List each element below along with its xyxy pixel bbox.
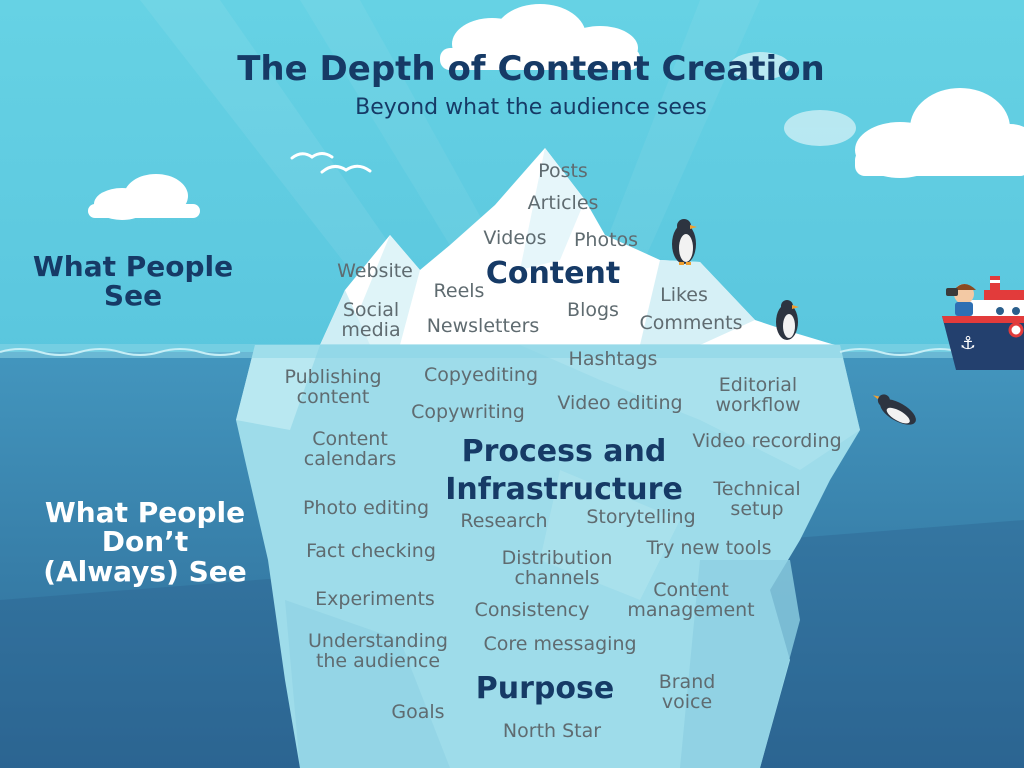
purpose-heading: Purpose xyxy=(475,671,615,706)
content-heading: Content xyxy=(485,256,621,291)
content-item: Blogs xyxy=(567,299,619,321)
page-title: The Depth of Content Creation xyxy=(237,49,825,89)
above-water-label: What People See xyxy=(32,250,234,313)
cloud-icon xyxy=(730,52,856,146)
process-item: Video recording xyxy=(692,430,842,452)
page-subtitle: Beyond what the audience sees xyxy=(355,95,707,120)
process-item: Try new tools xyxy=(646,537,772,559)
content-item: Articles xyxy=(527,192,599,214)
content-item: Posts xyxy=(538,160,588,182)
content-item: Reels xyxy=(433,280,485,302)
content-item: Comments xyxy=(639,312,743,334)
penguin-icon xyxy=(672,219,697,265)
svg-text:⚓: ⚓ xyxy=(960,333,976,354)
iceberg-underwater xyxy=(236,345,860,768)
process-heading: Process and Infrastructure xyxy=(445,434,683,507)
content-item: Social media xyxy=(341,299,401,341)
purpose-item: Brand voice xyxy=(658,671,716,713)
bird-icon xyxy=(290,152,372,174)
purpose-item: Core messaging xyxy=(483,633,637,655)
cloud-icon xyxy=(88,174,200,220)
purpose-item: Understanding the audience xyxy=(308,630,448,672)
process-item: Publishing content xyxy=(284,366,382,408)
sailor-icon xyxy=(946,284,976,316)
process-item: Content management xyxy=(627,579,755,621)
process-item: Copyediting xyxy=(423,364,539,386)
process-item: Photo editing xyxy=(302,497,430,519)
process-item: Content calendars xyxy=(303,428,397,470)
purpose-item: Goals xyxy=(391,701,445,723)
content-item: Videos xyxy=(483,227,547,249)
purpose-item: North Star xyxy=(502,720,602,742)
process-item: Experiments xyxy=(315,588,435,610)
process-item: Video editing xyxy=(557,392,683,414)
process-item: Hashtags xyxy=(568,348,658,370)
content-item: Newsletters xyxy=(426,315,540,337)
process-item: Research xyxy=(460,510,548,532)
process-item: Distribution channels xyxy=(501,547,613,589)
content-item: Likes xyxy=(660,284,708,306)
content-item: Website xyxy=(337,260,413,282)
process-item: Technical setup xyxy=(713,478,801,520)
cloud-icon xyxy=(440,4,640,70)
process-item: Editorial workflow xyxy=(715,374,801,416)
process-item: Copywriting xyxy=(411,401,525,423)
cloud-icon xyxy=(855,88,1024,178)
penguin-icon xyxy=(776,300,799,340)
boat-icon: ⚓ xyxy=(942,276,1024,370)
process-item: Fact checking xyxy=(306,540,436,562)
process-item: Consistency xyxy=(474,599,590,621)
content-item: Photos xyxy=(573,229,639,251)
process-item: Storytelling xyxy=(586,506,696,528)
swimming-penguin-icon xyxy=(873,394,916,425)
below-water-label: What People Don’t (Always) See xyxy=(43,496,247,588)
iceberg-tip xyxy=(320,148,835,345)
